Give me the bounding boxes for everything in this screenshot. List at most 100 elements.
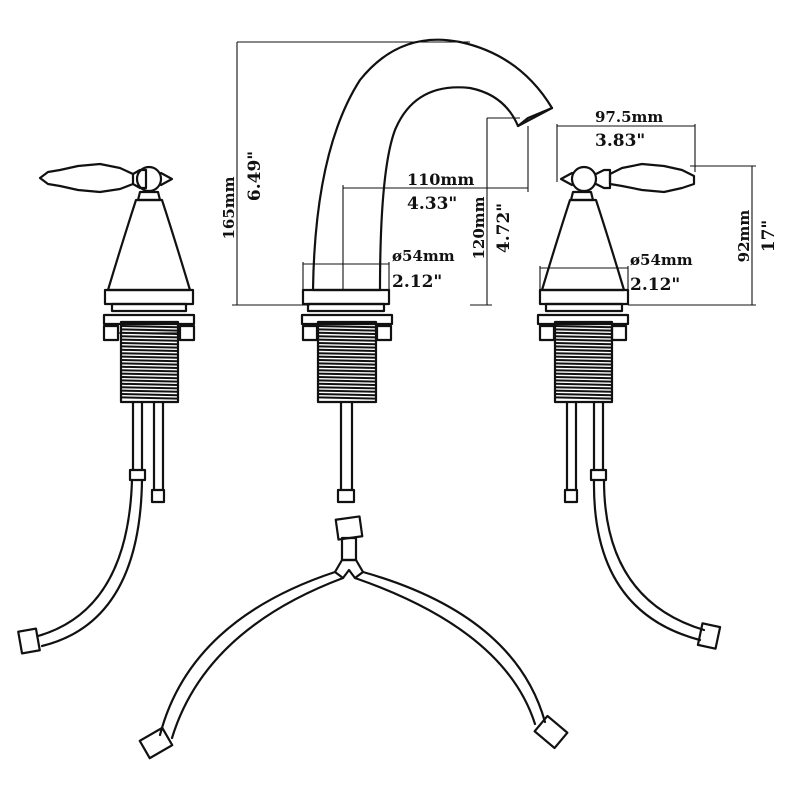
thread-line: [317, 376, 377, 380]
thread-line: [317, 365, 377, 369]
thread-line: [120, 355, 179, 359]
right-hose-nut: [696, 622, 722, 650]
thread-line: [317, 325, 377, 329]
tee-connector-hose: [138, 515, 569, 760]
thread-line: [317, 386, 377, 390]
left-supply-tubes: [128, 400, 166, 504]
spout-threaded-shank: [316, 320, 378, 404]
thread-line: [120, 365, 179, 369]
left-flex-hose: [36, 478, 134, 638]
thread-line: [317, 331, 377, 335]
thread-line: [554, 382, 613, 386]
label-handle-length-mm: 97.5mm: [595, 108, 663, 126]
left-threaded-shank: [119, 320, 180, 404]
thread-line: [317, 362, 377, 366]
thread-line: [120, 362, 179, 366]
thread-line: [554, 342, 613, 346]
thread-line: [554, 335, 613, 339]
thread-line: [120, 325, 179, 329]
thread-line: [554, 325, 613, 329]
dimension-lines: [232, 41, 756, 306]
center-spout: [300, 38, 554, 504]
thread-line: [317, 382, 377, 386]
thread-line: [554, 376, 613, 380]
dimension-labels: 165mm 6.49" 110mm 4.33" 120mm 4.72" ø54m…: [220, 108, 779, 295]
thread-line: [120, 379, 179, 383]
label-reach-mm: 110mm: [407, 170, 474, 189]
thread-line: [317, 345, 377, 349]
thread-line: [554, 393, 613, 397]
right-flex-hose: [592, 478, 702, 642]
thread-line: [554, 369, 613, 373]
thread-line: [120, 335, 179, 339]
thread-line: [554, 352, 613, 356]
tee-body: [333, 558, 365, 580]
tee-right-nut: [533, 714, 569, 750]
label-handle-dia-mm: ø54mm: [630, 251, 693, 269]
label-handle-dia-in: 2.12": [630, 275, 680, 295]
thread-line: [554, 396, 613, 400]
label-reach-in: 4.33": [407, 194, 457, 214]
thread-line: [317, 355, 377, 359]
tee-left-nut: [138, 726, 174, 760]
tee-top-nut: [334, 515, 364, 541]
thread-line: [317, 369, 377, 373]
left-lever-handle: [38, 162, 174, 202]
right-handle-valve: [536, 162, 722, 650]
right-base-ring: [538, 288, 630, 306]
thread-line: [120, 352, 179, 356]
tee-right-hose: [361, 570, 547, 724]
right-threaded-shank: [553, 320, 614, 404]
label-spout-dia-in: 2.12": [392, 272, 442, 292]
thread-line: [554, 386, 613, 390]
thread-line: [317, 359, 377, 363]
thread-line: [554, 372, 613, 376]
thread-line: [317, 389, 377, 393]
right-lever-handle: [559, 162, 696, 202]
label-spout-dia-mm: ø54mm: [392, 247, 455, 265]
thread-line: [120, 338, 179, 342]
thread-line: [554, 338, 613, 342]
thread-line: [554, 365, 613, 369]
spout-outlet-tube: [336, 400, 356, 504]
left-handle-valve: [17, 162, 196, 655]
thread-line: [120, 348, 179, 352]
thread-line: [554, 355, 613, 359]
thread-line: [554, 359, 613, 363]
label-handle-height-mm: 92mm: [735, 210, 753, 263]
thread-line: [120, 389, 179, 393]
thread-line: [120, 342, 179, 346]
thread-line: [120, 328, 179, 332]
thread-line: [120, 369, 179, 373]
label-height-in: 6.49": [245, 151, 265, 201]
left-base-ring: [103, 288, 195, 306]
thread-line: [554, 389, 613, 393]
thread-line: [317, 372, 377, 376]
thread-line: [554, 362, 613, 366]
thread-line: [120, 393, 179, 397]
thread-line: [120, 359, 179, 363]
thread-line: [317, 393, 377, 397]
right-bell-body: [540, 198, 626, 292]
label-handle-height-in: 17": [759, 220, 779, 253]
thread-line: [317, 338, 377, 342]
thread-line: [554, 379, 613, 383]
thread-line: [317, 379, 377, 383]
label-height-mm: 165mm: [220, 176, 238, 239]
right-supply-tubes: [563, 400, 608, 504]
thread-line: [120, 396, 179, 400]
thread-line: [554, 331, 613, 335]
thread-line: [120, 382, 179, 386]
thread-line: [317, 328, 377, 332]
thread-line: [317, 396, 377, 400]
thread-line: [554, 328, 613, 332]
left-bell-body: [106, 198, 192, 292]
thread-line: [317, 352, 377, 356]
thread-line: [120, 331, 179, 335]
left-hose-nut: [17, 627, 41, 655]
thread-line: [554, 345, 613, 349]
thread-line: [120, 345, 179, 349]
label-handle-length-in: 3.83": [595, 131, 645, 151]
